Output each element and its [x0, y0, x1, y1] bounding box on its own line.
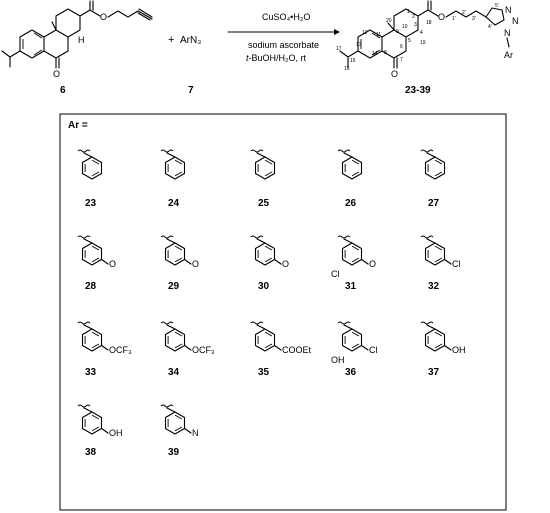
reactant-6-structure: O H O	[1, 0, 153, 79]
compound-28-label: 28	[85, 281, 97, 292]
compound-29-substituent: O	[192, 259, 199, 269]
compound-35-structure: COOEt	[250, 321, 312, 355]
compound-23-label: 23	[85, 198, 97, 209]
compound-25-structure	[250, 149, 276, 180]
atom-number-19: 19	[420, 40, 426, 46]
triazole-ar-label: Ar	[504, 50, 513, 60]
atom-number-8: 8	[384, 50, 387, 56]
product-label: 23-39	[405, 85, 431, 96]
atom-number-3: 3	[414, 22, 417, 28]
compound-35-substituent: COOEt	[282, 345, 312, 355]
atom-number-5p: 5'	[495, 3, 499, 9]
compound-38-substituent: OH	[109, 428, 123, 438]
atom-number-20: 20	[386, 18, 392, 24]
compound-38-structure: OH	[77, 404, 123, 438]
compound-32-label: 32	[428, 281, 440, 292]
atom-number-10: 10	[402, 24, 408, 30]
atom-number-6: 6	[400, 44, 403, 50]
compound-36-substituent: Cl	[369, 345, 378, 355]
compound-30-substituent: O	[282, 259, 289, 269]
compound-39-structure: N	[160, 404, 199, 438]
compound-34-structure: OCF₃	[160, 321, 215, 355]
compound-34-label: 34	[168, 367, 180, 378]
compound-35-label: 35	[258, 367, 270, 378]
compound-31-substituent: O	[369, 259, 376, 269]
compound-25-label: 25	[258, 198, 270, 209]
ar-substituent-panel	[59, 113, 507, 511]
atom-number-1p: 1'	[452, 16, 456, 22]
atom-number-17: 17	[336, 46, 342, 52]
triazole-n2-label: N	[512, 16, 519, 26]
compound-31-structure: O Cl	[331, 235, 376, 279]
compound-26-structure	[337, 149, 363, 180]
triazole-n1-label: N	[504, 28, 511, 38]
reactant-6-label: 6	[60, 85, 66, 96]
compound-29-label: 29	[168, 281, 180, 292]
compound-37-substituent: OH	[452, 345, 466, 355]
atom-number-7: 7	[400, 57, 403, 63]
compound-27-label: 27	[428, 198, 440, 209]
compound-24-structure	[160, 149, 186, 180]
atom-number-4p: 4'	[488, 24, 492, 30]
compound-27-structure	[420, 149, 446, 180]
triazole-n3-label: N	[505, 5, 512, 15]
product-structure: O O N N N Ar 20 1 2 3 4 5 6 7 8 9 10 11 …	[336, 0, 519, 79]
compound-33-label: 33	[85, 367, 97, 378]
compound-33-structure: OCF₃	[77, 321, 132, 355]
reagent-formula: ArN₃	[180, 35, 201, 46]
atom-number-13: 13	[356, 42, 362, 48]
atom-number-2: 2	[412, 14, 415, 20]
condition-catalyst: CuSO₄•H₂O	[262, 12, 310, 22]
ketone-oxygen-label: O	[53, 69, 60, 79]
compound-33-substituent: OCF₃	[109, 345, 132, 355]
compound-37-structure: OH	[420, 321, 466, 355]
compound-39-substituent: N	[192, 428, 199, 438]
compound-28-structure: O	[77, 235, 116, 269]
compound-31-extra-substituent: Cl	[331, 269, 340, 279]
condition-solvent: t-BuOH/H₂O, rt	[246, 53, 307, 63]
compound-36-extra-substituent: OH	[331, 355, 345, 365]
atom-number-4: 4	[420, 30, 423, 36]
plus-sign: +	[168, 34, 174, 46]
reactant-h-label: H	[78, 35, 85, 45]
atom-number-14: 14	[372, 51, 378, 57]
compound-28-substituent: O	[109, 259, 116, 269]
atom-number-3p: 3'	[472, 16, 476, 22]
compound-31-label: 31	[345, 281, 357, 292]
ester-oxygen-label: O	[100, 12, 107, 22]
compound-26-label: 26	[345, 198, 357, 209]
compound-39-label: 39	[168, 447, 180, 458]
product-ketone-oxygen: O	[391, 69, 398, 79]
condition-reductant: sodium ascorbate	[248, 40, 319, 50]
atom-number-1: 1	[407, 9, 410, 15]
atom-number-12: 12	[362, 30, 368, 36]
atom-number-15: 15	[350, 58, 356, 64]
compound-34-substituent: OCF₃	[192, 345, 215, 355]
compound-29-structure: O	[160, 235, 199, 269]
compound-37-label: 37	[428, 367, 440, 378]
atom-number-9: 9	[396, 29, 399, 35]
atom-number-16: 16	[344, 66, 350, 72]
compound-32-substituent: Cl	[452, 259, 461, 269]
atom-number-5: 5	[408, 38, 411, 44]
atom-number-18: 18	[426, 20, 432, 26]
compound-30-structure: O	[250, 235, 289, 269]
reagent-7-label: 7	[188, 85, 194, 96]
compound-36-label: 36	[345, 367, 357, 378]
arrow-head	[334, 29, 340, 35]
compound-32-structure: Cl	[420, 235, 461, 269]
compound-24-label: 24	[168, 198, 180, 209]
compound-38-label: 38	[85, 447, 97, 458]
atom-number-11: 11	[376, 32, 381, 38]
compound-23-structure	[77, 149, 103, 180]
panel-heading: Ar =	[68, 120, 88, 131]
compound-30-label: 30	[258, 281, 270, 292]
atom-number-2p: 2'	[462, 10, 466, 16]
product-ester-oxygen: O	[438, 12, 445, 22]
